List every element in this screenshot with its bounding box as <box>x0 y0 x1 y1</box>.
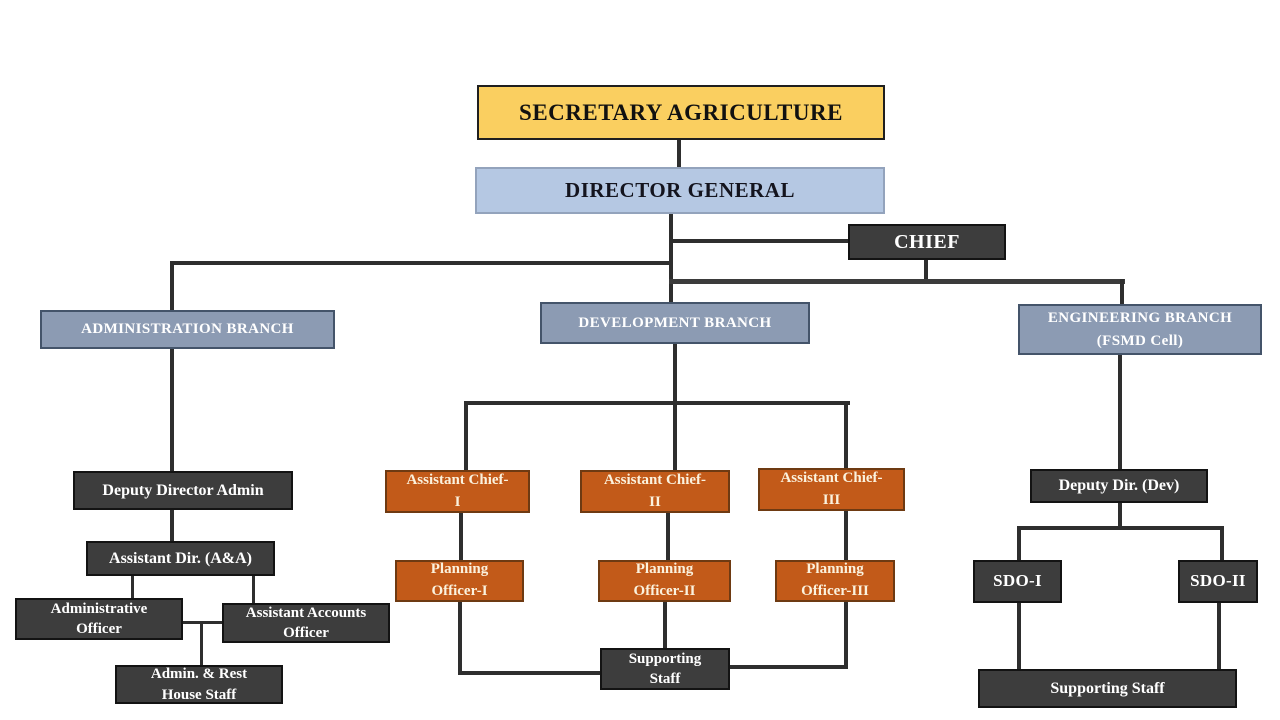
node-label: Deputy Dir. (Dev) <box>1058 477 1180 495</box>
connector-line <box>459 513 463 560</box>
node-planning-officer-2: Planning Officer-II <box>598 560 731 602</box>
node-assistant-chief-1: Assistant Chief- I <box>385 470 530 513</box>
connector-line <box>844 602 848 669</box>
node-secretary-agriculture: SECRETARY AGRICULTURE <box>477 85 885 140</box>
node-label: Assistant Dir. (A&A) <box>109 549 252 567</box>
connector-line <box>663 602 667 648</box>
connector-line <box>458 671 600 675</box>
connector-line <box>1217 603 1221 669</box>
node-director-general: DIRECTOR GENERAL <box>475 167 885 214</box>
node-label: Officer <box>76 621 122 637</box>
node-label: Officer-I <box>431 583 488 599</box>
node-label: Planning <box>806 561 864 578</box>
connector-line <box>464 401 468 470</box>
node-label: CHIEF <box>894 230 960 253</box>
connector-line <box>666 513 670 560</box>
node-admin-rest-house-staff: Admin. & Rest House Staff <box>115 665 283 704</box>
node-label: Officer <box>283 625 329 641</box>
node-label: (FSMD Cell) <box>1096 332 1184 349</box>
node-label: Assistant Chief- <box>406 471 509 488</box>
node-label: Staff <box>649 671 681 687</box>
node-label: DIRECTOR GENERAL <box>565 178 795 203</box>
node-label: SECRETARY AGRICULTURE <box>519 99 843 125</box>
connector-line <box>1118 503 1122 528</box>
connector-line <box>673 401 677 470</box>
connector-line <box>1220 526 1224 560</box>
connector-line <box>458 602 462 675</box>
connector-line <box>200 621 203 665</box>
node-label: SDO-II <box>1190 571 1246 591</box>
node-label: Supporting Staff <box>1050 679 1165 697</box>
connector-line <box>131 576 134 598</box>
node-label: ENGINEERING BRANCH <box>1047 310 1233 326</box>
node-label: House Staff <box>161 686 237 703</box>
node-supporting-staff-development: Supporting Staff <box>600 648 730 690</box>
connector-line <box>844 511 848 560</box>
connector-line <box>924 260 928 281</box>
connector-line <box>1017 526 1224 530</box>
node-administrative-officer: Administrative Officer <box>15 598 183 640</box>
node-label: Administrative <box>50 600 148 617</box>
node-label: II <box>649 493 661 510</box>
node-assistant-accounts-officer: Assistant Accounts Officer <box>222 603 390 643</box>
node-label: Planning <box>635 561 694 578</box>
connector-line <box>671 239 848 243</box>
node-deputy-dir-dev: Deputy Dir. (Dev) <box>1030 469 1208 503</box>
node-assistant-chief-2: Assistant Chief- II <box>580 470 730 513</box>
node-label: Officer-II <box>633 583 696 599</box>
connector-line <box>170 261 671 265</box>
connector-line <box>1118 355 1122 469</box>
node-chief: CHIEF <box>848 224 1006 260</box>
connector-line <box>669 214 673 302</box>
node-planning-officer-1: Planning Officer-I <box>395 560 524 602</box>
node-label: Planning <box>430 561 489 578</box>
node-label: Assistant Chief- <box>780 469 883 486</box>
node-label: Admin. & Rest <box>150 666 248 683</box>
node-sdo-2: SDO-II <box>1178 560 1258 603</box>
node-assistant-chief-3: Assistant Chief- III <box>758 468 905 511</box>
node-administration-branch: ADMINISTRATION BRANCH <box>40 310 335 349</box>
node-sdo-1: SDO-I <box>973 560 1062 603</box>
node-label: Supporting <box>628 650 702 667</box>
node-label: I <box>454 493 461 510</box>
connector-line <box>677 140 681 167</box>
node-development-branch: DEVELOPMENT BRANCH <box>540 302 810 344</box>
connector-line <box>673 344 677 403</box>
node-label: DEVELOPMENT BRANCH <box>578 314 772 331</box>
connector-line <box>1120 279 1124 304</box>
connector-line <box>844 401 848 468</box>
connector-line <box>730 665 848 669</box>
node-label: Deputy Director Admin <box>102 481 264 499</box>
node-label: SDO-I <box>993 571 1042 591</box>
connector-line <box>170 349 174 471</box>
connector-line <box>170 261 174 310</box>
node-deputy-director-admin: Deputy Director Admin <box>73 471 293 510</box>
node-label: Assistant Accounts <box>245 604 367 621</box>
connector-line <box>1017 526 1021 560</box>
connector-line <box>252 576 255 603</box>
node-label: ADMINISTRATION BRANCH <box>81 321 294 338</box>
connector-line <box>170 510 174 541</box>
node-label: Officer-III <box>801 583 869 599</box>
connector-line <box>669 279 1125 284</box>
node-planning-officer-3: Planning Officer-III <box>775 560 895 602</box>
node-label: Assistant Chief- <box>603 471 707 488</box>
node-label: III <box>822 491 841 508</box>
connector-line <box>1017 603 1021 669</box>
node-supporting-staff-engineering: Supporting Staff <box>978 669 1237 708</box>
connector-line <box>464 401 850 405</box>
node-assistant-dir-aa: Assistant Dir. (A&A) <box>86 541 275 576</box>
node-engineering-branch: ENGINEERING BRANCH (FSMD Cell) <box>1018 304 1262 355</box>
